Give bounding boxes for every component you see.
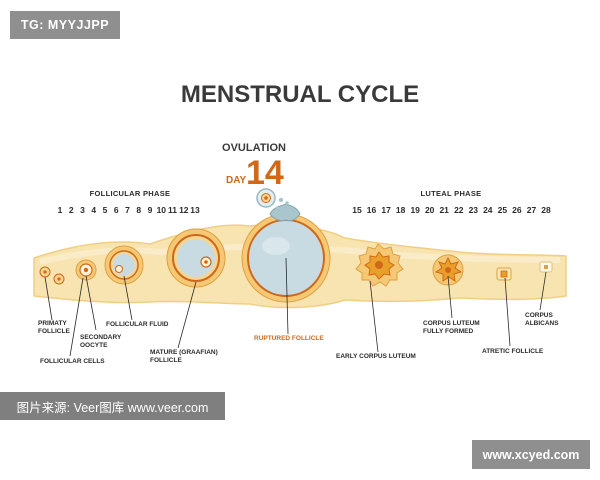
- follicular-day-5: 5: [103, 205, 108, 215]
- label-corpus-albicans-2: ALBICANS: [525, 320, 559, 327]
- label-corpus-luteum-1: CORPUS LUTEUM: [423, 320, 480, 327]
- label-early-corpus-luteum: EARLY CORPUS LUTEUM: [336, 353, 416, 360]
- follicular-day-13: 13: [190, 205, 200, 215]
- luteal-day-20: 20: [425, 205, 435, 215]
- label-atretic-follicle: ATRETIC FOLLICLE: [482, 348, 544, 355]
- diagram-title: MENSTRUAL CYCLE: [181, 81, 419, 108]
- follicular-day-4: 4: [91, 205, 96, 215]
- luteal-day-numbers: 15 16 17 18 19 20 21 22 23 24 25 26 27 28: [352, 205, 551, 215]
- luteal-day-17: 17: [381, 205, 391, 215]
- ruptured-follicle: [241, 188, 331, 303]
- follicular-day-2: 2: [69, 205, 74, 215]
- follicular-phase-label: FOLLICULAR PHASE: [90, 189, 171, 198]
- luteal-day-21: 21: [439, 205, 449, 215]
- label-primary-follicle-1: PRIMATY: [38, 320, 67, 327]
- label-follicular-cells: FOLLICULAR CELLS: [40, 358, 105, 365]
- luteal-day-27: 27: [527, 205, 537, 215]
- atretic-follicle: [496, 267, 512, 281]
- label-ruptured-follicle: RUPTURED FOLLICLE: [254, 335, 324, 342]
- antral-follicle: [104, 245, 144, 285]
- luteal-day-23: 23: [469, 205, 479, 215]
- day-label: DAY: [226, 175, 247, 186]
- corpus-albicans: [539, 261, 553, 273]
- leader-lines: [44, 257, 547, 357]
- follicular-day-9: 9: [148, 205, 153, 215]
- luteal-phase-label: LUTEAL PHASE: [421, 189, 482, 198]
- watermark-bottom-right: www.xcyed.com: [472, 440, 590, 469]
- follicular-day-6: 6: [114, 205, 119, 215]
- luteal-day-22: 22: [454, 205, 464, 215]
- mature-graafian-follicle: [166, 228, 226, 288]
- label-secondary-oocyte-2: OOCYTE: [80, 342, 108, 349]
- primary-follicle: [39, 266, 65, 285]
- follicular-day-7: 7: [125, 205, 130, 215]
- luteal-day-19: 19: [410, 205, 420, 215]
- label-primary-follicle-2: FOLLICLE: [38, 328, 70, 335]
- label-secondary-oocyte-1: SECONDARY: [80, 334, 122, 341]
- label-mature-follicle-2: FOLLICLE: [150, 357, 182, 364]
- luteal-day-16: 16: [367, 205, 377, 215]
- watermark-top-left: TG: MYYJJPP: [10, 11, 120, 39]
- watermark-bottom-left: 图片来源: Veer图库 www.veer.com: [0, 392, 225, 420]
- follicular-day-1: 1: [58, 205, 63, 215]
- luteal-day-24: 24: [483, 205, 493, 215]
- follicular-day-11: 11: [168, 205, 177, 215]
- label-corpus-albicans-1: CORPUS: [525, 312, 553, 319]
- luteal-day-26: 26: [512, 205, 522, 215]
- follicular-day-3: 3: [80, 205, 85, 215]
- label-follicular-fluid: FOLLICULAR FLUID: [106, 321, 169, 328]
- follicular-day-8: 8: [136, 205, 141, 215]
- label-corpus-luteum-2: FULLY FORMED: [423, 328, 474, 335]
- early-corpus-luteum: [355, 243, 404, 287]
- day-number: 14: [246, 154, 284, 192]
- luteal-day-18: 18: [396, 205, 406, 215]
- luteal-day-25: 25: [498, 205, 508, 215]
- follicular-day-12: 12: [179, 205, 189, 215]
- luteal-day-28: 28: [541, 205, 551, 215]
- follicular-day-10: 10: [157, 205, 167, 215]
- label-mature-follicle-1: MATURE (GRAAFIAN): [150, 349, 218, 356]
- ovulation-label: OVULATION: [222, 142, 286, 154]
- corpus-luteum-fully-formed: [432, 254, 464, 286]
- luteal-day-15: 15: [352, 205, 362, 215]
